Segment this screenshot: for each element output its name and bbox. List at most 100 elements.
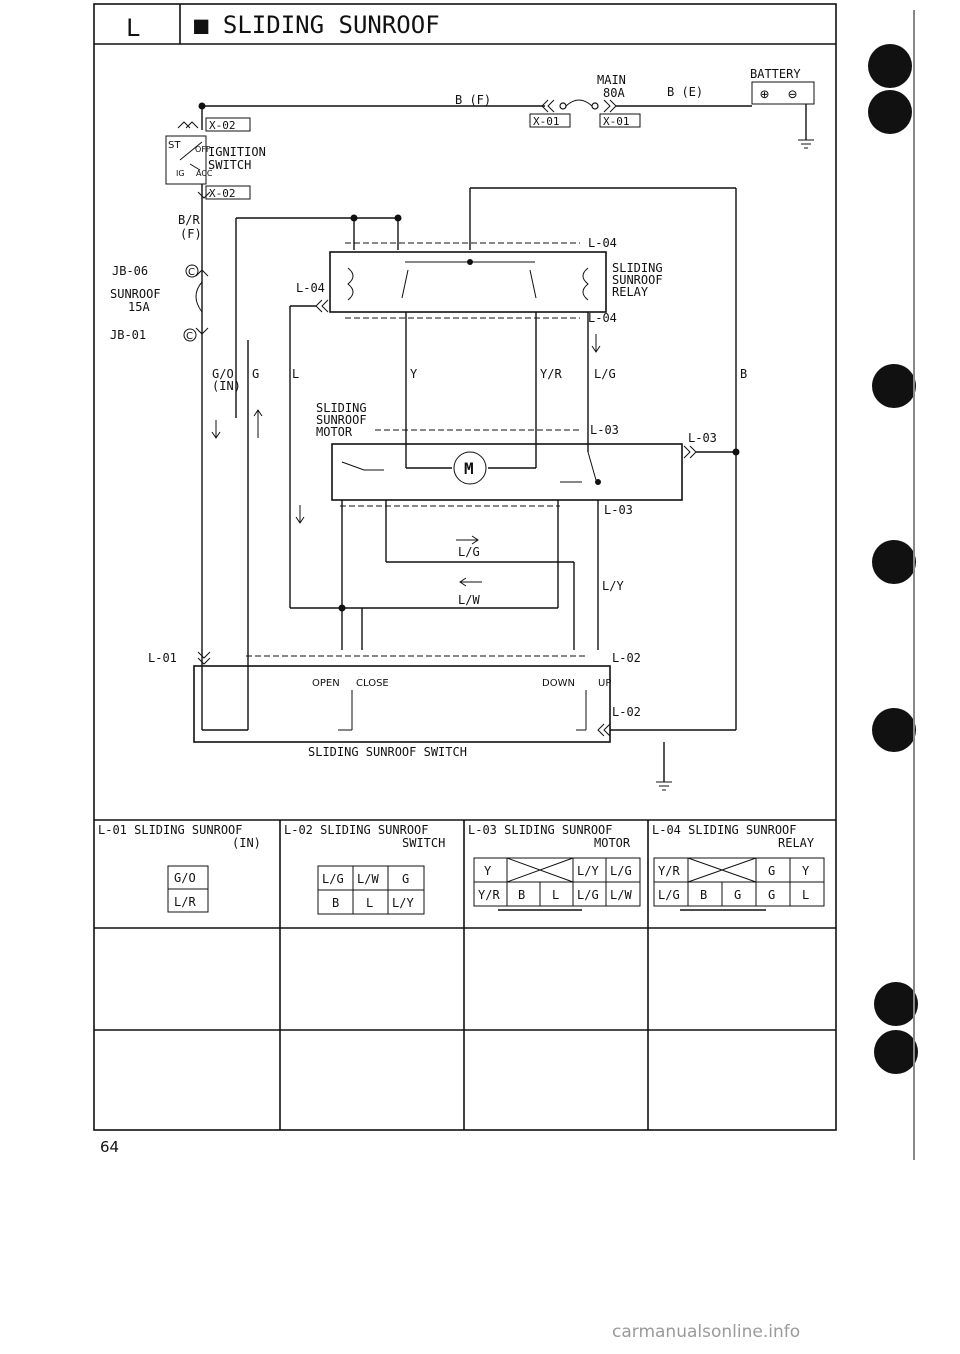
jb06-label: JB-06 [112, 264, 148, 278]
connector-x01-a [529, 113, 571, 128]
motor-label-2: SUNROOF [316, 413, 367, 427]
main-fuse-icon [565, 99, 593, 107]
current-down-arrow-icon [211, 420, 221, 439]
switch-ground-icon [656, 781, 672, 791]
switch-conn-bottom: L-02 [612, 705, 641, 719]
battery-positive-icon: ⊕ [760, 85, 769, 103]
wire-g-label: G [252, 367, 259, 381]
svg-text:B: B [700, 888, 707, 902]
conn-l01-subtitle: (IN) [232, 836, 261, 850]
switch-up-label: UP [598, 678, 611, 689]
conn-l01-title: L-01 SLIDING SUNROOF [98, 823, 243, 837]
binder-hole-icon [874, 1030, 918, 1074]
wire-yr-label: Y/R [540, 367, 562, 381]
ground-icon [798, 139, 814, 149]
conn-l02-subtitle: SWITCH [402, 836, 445, 850]
motor-limit-switch-right-icon [560, 451, 597, 483]
svg-text:L: L [366, 896, 373, 910]
svg-text:C: C [188, 267, 195, 278]
svg-text:L/R: L/R [174, 895, 196, 909]
binder-hole-icon [872, 708, 916, 752]
binder-hole-icon [872, 540, 916, 584]
ignition-label-2: SWITCH [208, 158, 251, 172]
relay-coil-left-icon [347, 267, 354, 301]
wire-lw-label: L/W [458, 593, 480, 607]
switch-name: SLIDING SUNROOF SWITCH [308, 745, 467, 759]
conn-l03-title: L-03 SLIDING SUNROOF [468, 823, 613, 837]
page-frame [93, 3, 837, 1131]
relay-label-1: SLIDING [612, 261, 663, 275]
wire-y-label: Y [410, 367, 418, 381]
motor-icon [453, 451, 487, 485]
svg-text:Y/R: Y/R [478, 888, 500, 902]
relay-label-2: SUNROOF [612, 273, 663, 287]
svg-text:L/W: L/W [357, 872, 379, 886]
junction-block-icon [185, 264, 199, 278]
svg-text:B: B [332, 896, 339, 910]
relay-conn-bottom: L-04 [588, 311, 617, 325]
svg-text:G: G [734, 888, 741, 902]
switch-open-close-icon [338, 690, 353, 731]
svg-text:M: M [464, 459, 474, 478]
svg-text:IG: IG [176, 169, 185, 178]
relay-coil-right-icon [582, 267, 589, 301]
svg-text:Y: Y [484, 864, 492, 878]
svg-text:ACC: ACC [196, 169, 213, 178]
motor-label-3: MOTOR [316, 425, 353, 439]
conn-l04-blank-icon [687, 857, 757, 883]
relay-conn-left: L-04 [296, 281, 325, 295]
svg-text:X-02: X-02 [209, 187, 236, 200]
svg-text:(F): (F) [180, 227, 202, 241]
battery-label: BATTERY [750, 67, 801, 81]
svg-text:L: L [802, 888, 809, 902]
switch-conn-right: L-02 [612, 651, 641, 665]
connector-x02-b [205, 185, 251, 200]
ignition-label-1: IGNITION [208, 145, 266, 159]
svg-text:L/G: L/G [610, 864, 632, 878]
motor-limit-switch-left-icon [341, 461, 384, 471]
main-fuse-label: MAIN [597, 73, 626, 87]
binder-hole-icon [872, 364, 916, 408]
motor-conn-top: L-03 [590, 423, 619, 437]
wire-go-label: G/O [212, 367, 234, 381]
svg-text:L/Y: L/Y [392, 896, 414, 910]
watermark: carmanualsonline.info [612, 1322, 801, 1342]
fuse-name: SUNROOF [110, 287, 161, 301]
binder-hole-icon [874, 982, 918, 1026]
current-up-arrow-icon [253, 409, 263, 438]
svg-text:Y: Y [802, 864, 810, 878]
fuse-rating: 15A [128, 300, 150, 314]
svg-text:L/G: L/G [658, 888, 680, 902]
switch-open-label: OPEN [312, 678, 340, 689]
conn-l03-blank-icon [506, 857, 574, 883]
wire-br-label: B/R [178, 213, 200, 227]
relay-conn-top: L-04 [588, 236, 617, 250]
main-fuse-rating: 80A [603, 86, 625, 100]
conn-l03-subtitle: MOTOR [594, 836, 631, 850]
svg-text:(IN): (IN) [212, 379, 241, 393]
connector-x02-a [205, 117, 251, 132]
svg-text:Y/R: Y/R [658, 864, 680, 878]
battery-negative-icon: ⊖ [788, 85, 797, 103]
motor-label-1: SLIDING [316, 401, 367, 415]
switch-down-label: DOWN [542, 678, 575, 689]
flow-right-arrow-icon [456, 535, 479, 545]
svg-text:G: G [402, 872, 409, 886]
binder-hole-icon [868, 90, 912, 134]
switch-up-down-icon [576, 690, 587, 731]
binder-hole-icon [868, 44, 912, 88]
section-letter: L [126, 14, 140, 42]
svg-text:G: G [768, 888, 775, 902]
svg-text:X-01: X-01 [533, 115, 560, 128]
svg-text:L: L [552, 888, 559, 902]
svg-text:X-02: X-02 [209, 119, 236, 132]
battery-symbol [751, 81, 815, 105]
sliding-sunroof-switch [193, 665, 611, 743]
connector-x01-b [599, 113, 641, 128]
svg-text:C: C [186, 331, 193, 342]
sliding-sunroof-relay [329, 251, 607, 313]
jb01-label: JB-01 [110, 328, 146, 342]
flow-left-arrow-icon [459, 577, 482, 587]
svg-text:OFF: OFF [195, 145, 211, 154]
conn-l04-subtitle: RELAY [778, 836, 815, 850]
